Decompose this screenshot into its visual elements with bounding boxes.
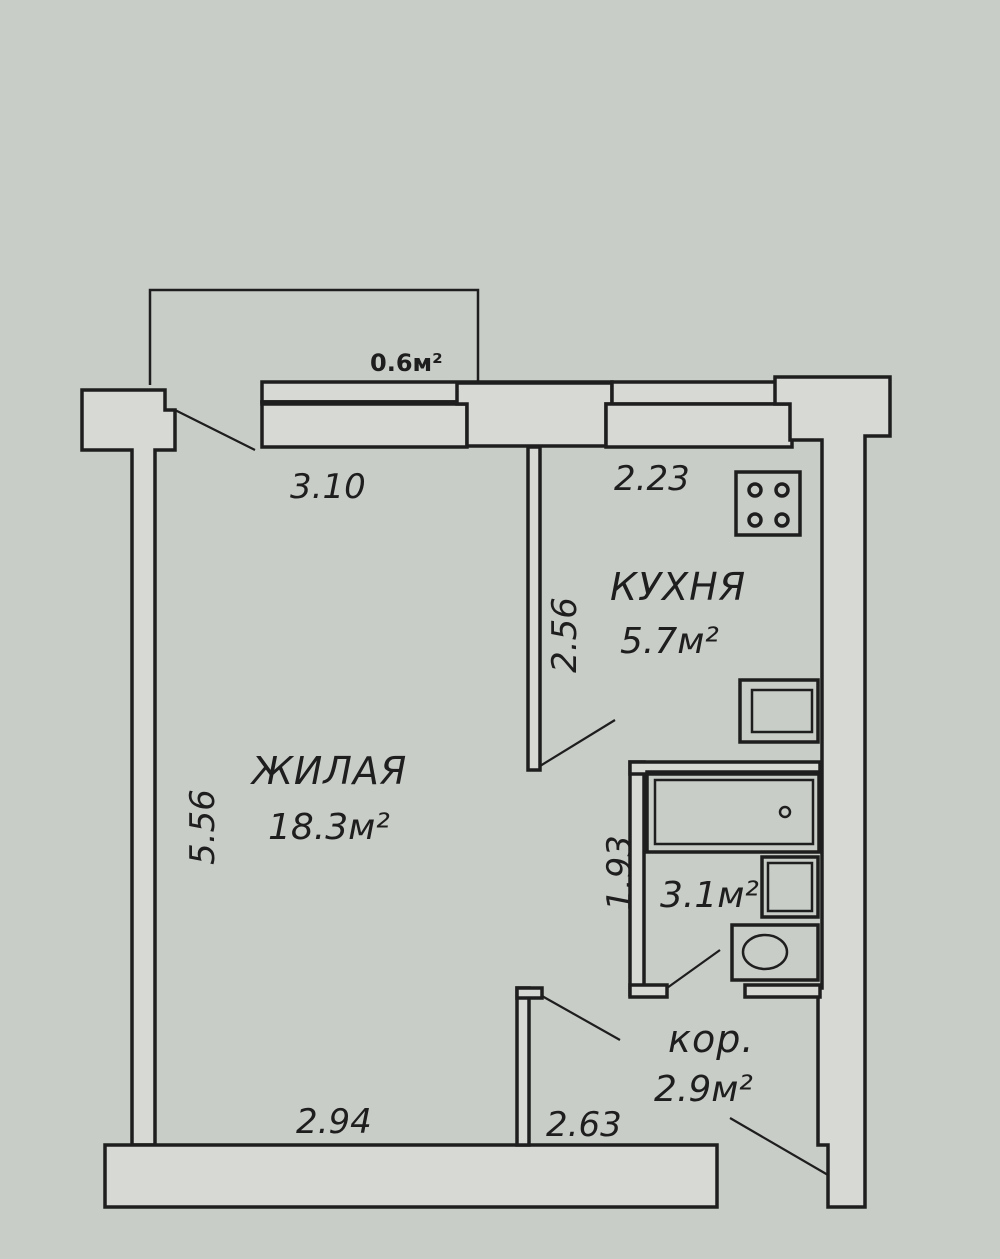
sink-basin [750, 688, 814, 734]
toilet-bowl [741, 933, 789, 971]
bath-bottom-wall [628, 983, 669, 999]
bathtub-icon [645, 770, 821, 854]
stove-icon [734, 470, 802, 537]
door-line-kitchen [539, 719, 616, 767]
corridor-area-label: 2.9м² [654, 1069, 753, 1110]
balcony-area-label: 0.6м² [370, 349, 443, 377]
bath-bottom-wall-right [743, 983, 822, 999]
bathtub-inner [653, 778, 815, 846]
sink-icon [738, 678, 820, 744]
dimension-kitchen-top: 2.23 [614, 459, 690, 499]
window-right-upper [610, 380, 784, 406]
drain-icon [778, 805, 792, 819]
kitchen-name-label: КУХНЯ [610, 565, 747, 609]
living-name-label: ЖИЛАЯ [252, 749, 408, 793]
kitchen-partition [526, 445, 542, 772]
balcony-outline [148, 288, 480, 385]
right-wall [773, 375, 892, 1209]
door-line-corridor [541, 995, 621, 1041]
dimension-corridor-bottom: 2.63 [546, 1105, 622, 1145]
window-left-lower [260, 400, 469, 449]
washbasin-inner [766, 861, 814, 913]
bathroom-area-label: 3.1м² [660, 875, 759, 916]
burner-icon [747, 512, 763, 528]
bottom-wall [103, 1143, 719, 1209]
dimension-living-side: 5.56 [182, 789, 223, 865]
burner-icon [774, 512, 790, 528]
door-line-entrance [729, 1117, 829, 1176]
window-sill [260, 400, 469, 406]
door-line-bath [666, 949, 721, 989]
washbasin-icon [760, 855, 820, 919]
door-line-balcony [174, 409, 256, 451]
corridor-name-label: кор. [668, 1017, 755, 1061]
left-wall [80, 388, 177, 1147]
dimension-bath-side: 1.93 [599, 835, 640, 911]
burner-icon [774, 482, 790, 498]
dimension-living-top: 3.10 [290, 467, 366, 507]
dimension-living-bottom: 2.94 [296, 1102, 372, 1142]
toilet-icon [730, 923, 820, 982]
top-wall-middle [455, 381, 614, 448]
window-right-lower [604, 402, 794, 449]
dimension-kitchen-side: 2.56 [544, 597, 585, 673]
kitchen-area-label: 5.7м² [620, 621, 719, 662]
corridor-partition-cap [515, 986, 544, 1000]
corridor-partition [515, 986, 531, 1147]
burner-icon [747, 482, 763, 498]
living-area-label: 18.3м² [268, 807, 390, 848]
